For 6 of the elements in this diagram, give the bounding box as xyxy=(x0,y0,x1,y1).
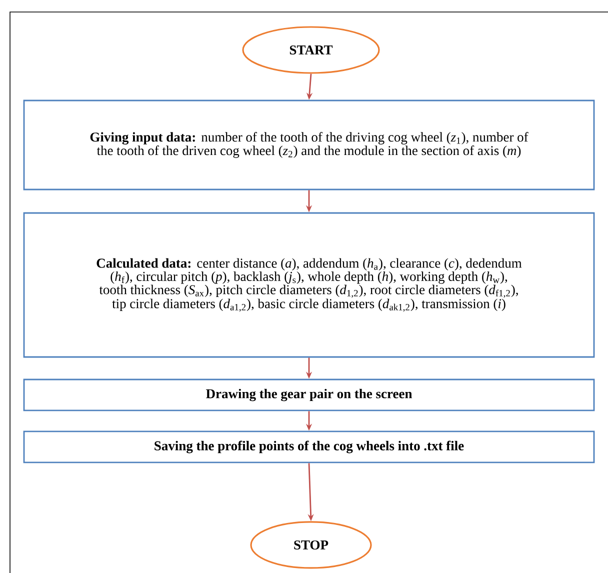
terminal-oval: START xyxy=(242,26,380,74)
process-box: Saving the profile points of the cog wheels into .txt file xyxy=(23,430,595,464)
process-box: Giving input data: number of the tooth of the driving cog wheel (z$_{1}$), number of the tooth of the driven cog wheel (z$_{2}$) and the module in the section of axis (m) xyxy=(23,100,595,190)
process-box: Calculated data: center distance (a), addendum (h$_{a}$), clearance (c), dedendum (h$_{f}$), circular pitch (p), backlash (j$_{s}$), whole depth (h), working depth (h$_{w}$), tooth thickness (S$_{ax}$), pitch circle diameters (d$_{1,2}$), root circle diameters (d$_{f1,2}$), tip circle diameters (d$_{a1,2}$), basic circle diameters (d$_{ak1,2}$), transmission (i) xyxy=(23,212,595,358)
process-box: Drawing the gear pair on the screen xyxy=(23,378,595,412)
terminal-oval: STOP xyxy=(250,521,372,569)
